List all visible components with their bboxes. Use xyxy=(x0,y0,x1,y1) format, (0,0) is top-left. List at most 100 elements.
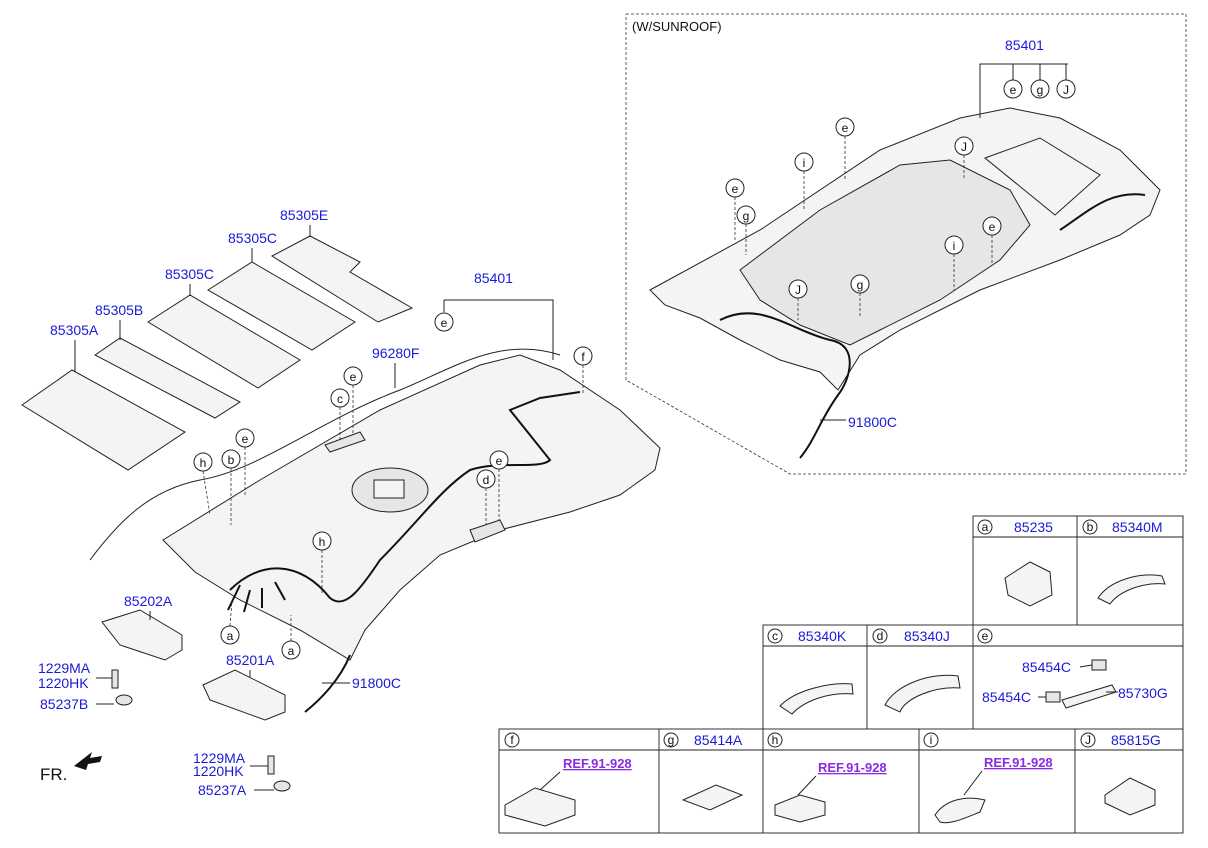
sunroof-inset: (W/SUNROOF) 85401 e g J e xyxy=(625,13,1187,475)
callout-c-main: c xyxy=(330,388,350,440)
label-1229MA-2: 1229MA xyxy=(193,750,246,766)
callout-a-main-1: a xyxy=(220,599,240,645)
label-85237A: 85237A xyxy=(198,782,247,798)
label-85237B: 85237B xyxy=(40,696,88,712)
sunroof-opening xyxy=(739,159,1031,346)
part-icon-h xyxy=(774,794,826,823)
svg-text:e: e xyxy=(982,629,989,643)
callout-e-sunroof-top: e xyxy=(1003,79,1023,99)
svg-text:a: a xyxy=(982,520,989,534)
legend-i: i REF.91-928 xyxy=(923,732,1053,824)
clip-85237B xyxy=(115,694,133,706)
main-headliner-group: 85401 e 96280F f e c e xyxy=(89,270,661,713)
legend-e-part-1: 85454C xyxy=(1022,659,1071,675)
callout-g-sunroof-2: g xyxy=(850,274,870,318)
callout-e-main-1: e xyxy=(343,366,363,435)
part-icon-c xyxy=(779,683,854,715)
svg-text:h: h xyxy=(319,535,326,549)
pad-85305C-1 xyxy=(147,294,301,389)
svg-text:J: J xyxy=(795,283,801,297)
legend-e-part-3: 85730G xyxy=(1118,685,1168,701)
svg-text:b: b xyxy=(1087,520,1094,534)
callout-e-sunroof-2: e xyxy=(725,178,745,240)
svg-text:e: e xyxy=(842,121,849,135)
legend-b: b 85340M xyxy=(1082,519,1166,605)
callout-j-sunroof-1: J xyxy=(954,136,974,180)
fr-label: FR. xyxy=(40,765,67,784)
callout-h-main-1: h xyxy=(193,452,213,516)
svg-text:e: e xyxy=(732,182,739,196)
insulation-pads: 85305A 85305B 85305C 85305C 85305E xyxy=(21,207,414,471)
label-1229MA-1: 1229MA xyxy=(38,660,91,676)
svg-text:i: i xyxy=(953,239,956,253)
pad-85305B xyxy=(94,337,241,419)
callout-e-main-3: e xyxy=(489,450,509,520)
label-91800C-sunroof: 91800C xyxy=(848,414,897,430)
legend-a-part: 85235 xyxy=(1014,519,1053,535)
legend-f-ref: REF.91-928 xyxy=(563,756,632,771)
callout-b-main: b xyxy=(221,449,241,525)
svg-text:g: g xyxy=(668,733,675,747)
screw-1 xyxy=(111,669,119,689)
sunroof-wiring xyxy=(719,312,851,459)
sunvisor-85202A xyxy=(101,609,183,661)
callout-f-main: f xyxy=(573,346,593,395)
label-85401-sunroof: 85401 xyxy=(1005,37,1044,53)
callout-j-sunroof-2: J xyxy=(788,279,808,320)
main-wiring-harness xyxy=(229,391,581,603)
svg-text:f: f xyxy=(510,733,514,747)
legend-g: g 85414A xyxy=(663,732,744,811)
legend-b-part: 85340M xyxy=(1112,519,1163,535)
label-1220HK-1: 1220HK xyxy=(38,675,89,691)
label-85305E: 85305E xyxy=(280,207,328,223)
clip-85237A xyxy=(273,780,291,792)
svg-text:i: i xyxy=(930,733,933,747)
main-wiring-branch xyxy=(304,654,351,713)
svg-text:d: d xyxy=(483,473,490,487)
legend-d-part: 85340J xyxy=(904,628,950,644)
legend-g-part: 85414A xyxy=(694,732,743,748)
part-icon-g xyxy=(681,784,744,811)
svg-text:J: J xyxy=(1085,733,1091,747)
label-85202A: 85202A xyxy=(124,593,173,609)
part-icon-b xyxy=(1097,574,1166,605)
callout-e-sunroof-3: e xyxy=(982,216,1002,265)
main-wiring-connectors xyxy=(227,581,286,613)
callout-e-sunroof-1: e xyxy=(835,117,855,180)
svg-text:f: f xyxy=(581,350,585,364)
svg-text:a: a xyxy=(288,644,295,658)
svg-text:g: g xyxy=(743,209,750,223)
part-icon-j xyxy=(1104,777,1156,816)
legend-e-part-2: 85454C xyxy=(982,689,1031,705)
callout-g-sunroof-1: g xyxy=(736,205,756,255)
svg-text:g: g xyxy=(857,278,864,292)
antenna-cable-96280F xyxy=(89,348,561,561)
callout-i-sunroof-2: i xyxy=(944,235,964,290)
svg-text:e: e xyxy=(242,432,249,446)
front-indicator: FR. xyxy=(40,752,102,784)
clip-icon-e2 xyxy=(1045,691,1061,703)
sunvisors: 85202A 85201A 1229MA 1220HK 85237B 1229M… xyxy=(38,593,291,798)
legend-j: J 85815G xyxy=(1080,732,1161,816)
label-96280F: 96280F xyxy=(372,345,419,361)
svg-text:J: J xyxy=(961,140,967,154)
pad-85305A xyxy=(21,369,186,471)
legend-a: a 85235 xyxy=(977,519,1053,607)
svg-text:c: c xyxy=(772,629,778,643)
legend-j-part: 85815G xyxy=(1111,732,1161,748)
sunvisor-85201A xyxy=(202,669,286,721)
part-icon-d xyxy=(884,674,961,713)
callout-g-sunroof-top: g xyxy=(1030,79,1050,99)
callout-j-sunroof-top: J xyxy=(1056,79,1076,99)
screw-2 xyxy=(267,755,275,775)
label-85201A: 85201A xyxy=(226,652,275,668)
callout-i-sunroof-1: i xyxy=(794,152,814,210)
callout-e-main-2: e xyxy=(235,428,255,495)
callout-d-main: d xyxy=(476,469,496,525)
bracket-icon-e xyxy=(1061,684,1117,709)
legend-c: c 85340K xyxy=(767,628,854,715)
svg-text:h: h xyxy=(200,456,207,470)
legend-f: f REF.91-928 xyxy=(504,732,632,827)
part-icon-i xyxy=(934,797,986,824)
